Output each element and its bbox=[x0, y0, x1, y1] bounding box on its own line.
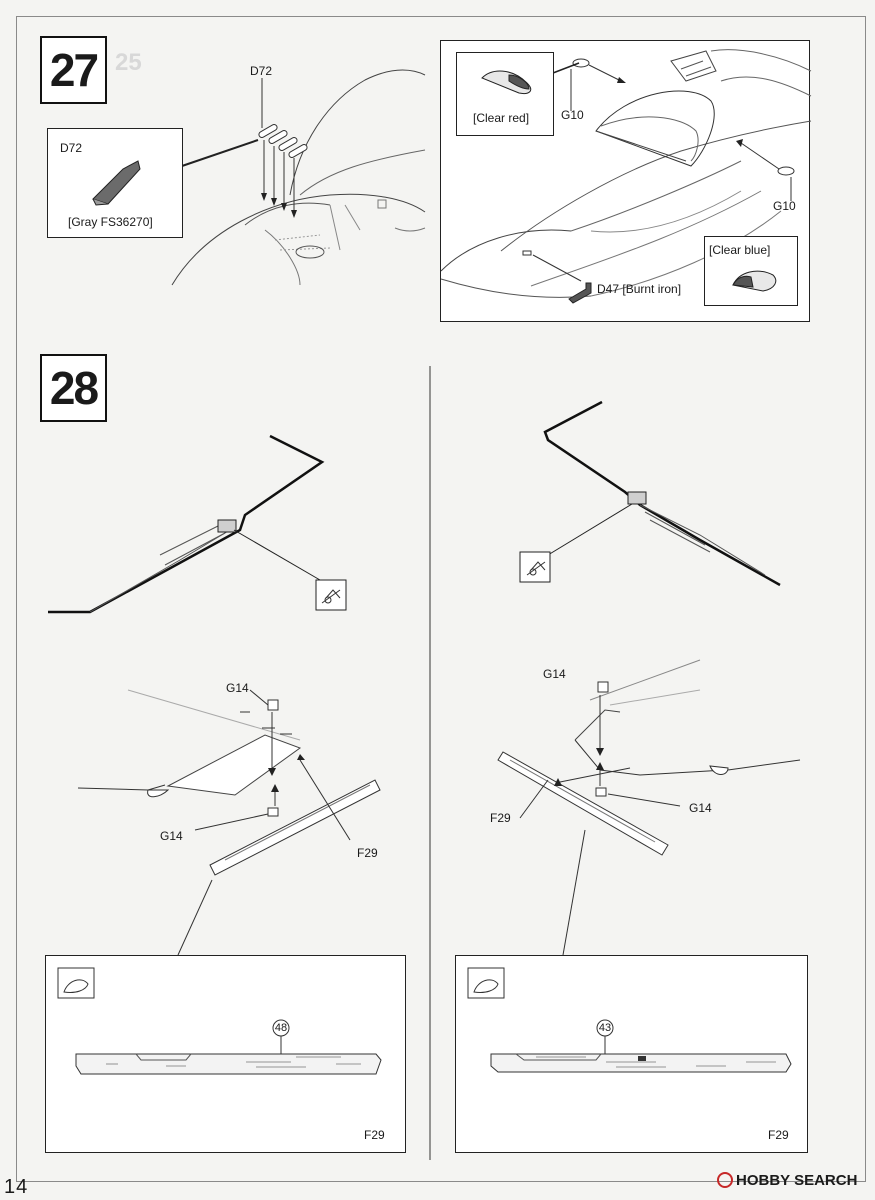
f29-left-detail-drawing bbox=[57, 967, 382, 1075]
f29-left-label: F29 bbox=[357, 846, 378, 860]
decal-43-label: 43 bbox=[598, 1022, 612, 1034]
g10-right-label: G10 bbox=[773, 199, 796, 213]
f29-right-detail-drawing bbox=[467, 967, 792, 1073]
svg-text:25: 25 bbox=[115, 49, 142, 76]
hobby-search-watermark: HOBBY SEARCH bbox=[717, 1172, 857, 1189]
d47-color-label: [Burnt iron] bbox=[622, 282, 682, 296]
g14-left-top-label: G14 bbox=[226, 681, 249, 695]
f29-right-detail-panel: 43 F29 bbox=[455, 955, 808, 1153]
clear-blue-label: [Clear blue] bbox=[709, 243, 771, 257]
f29-right-detail-label: F29 bbox=[768, 1128, 789, 1142]
f29-left-detail-label: F29 bbox=[364, 1128, 385, 1142]
watermark-text: HOBBY SEARCH bbox=[736, 1172, 858, 1189]
step27-right-drawing bbox=[440, 49, 812, 304]
d72-inset-panel: D72 [Gray FS36270] bbox=[47, 128, 183, 238]
step-28-number: 28 bbox=[40, 354, 107, 422]
d72-part-icon bbox=[92, 160, 141, 206]
g14-right-bottom-label: G14 bbox=[689, 801, 712, 815]
decal-48-label: 48 bbox=[274, 1022, 288, 1034]
red-light-lens-icon bbox=[481, 70, 532, 94]
hobby-search-logo-icon bbox=[717, 1172, 733, 1188]
d72-inset-label: D72 bbox=[60, 141, 83, 155]
g14-right-top-label: G14 bbox=[543, 667, 566, 681]
d72-inset-color: [Gray FS36270] bbox=[68, 215, 153, 229]
d47-callout: D47 [Burnt iron] bbox=[597, 282, 681, 296]
g14-left-bottom-label: G14 bbox=[160, 829, 183, 843]
g10-top-label: G10 bbox=[561, 108, 584, 122]
d47-part-label: D47 bbox=[597, 282, 620, 296]
page-frame bbox=[16, 16, 866, 1182]
clear-red-label: [Clear red] bbox=[473, 111, 530, 125]
d72-callout-label: D72 bbox=[250, 64, 273, 78]
page-number: 14 bbox=[4, 1176, 29, 1198]
step-27-number: 27 bbox=[40, 36, 107, 104]
f29-right-label: F29 bbox=[490, 811, 511, 825]
clear-red-inset-panel: [Clear red] bbox=[456, 52, 554, 136]
clear-blue-inset-panel: [Clear blue] bbox=[704, 236, 798, 306]
blue-light-lens-icon bbox=[732, 270, 777, 292]
f29-left-detail-panel: 48 F29 bbox=[45, 955, 406, 1153]
